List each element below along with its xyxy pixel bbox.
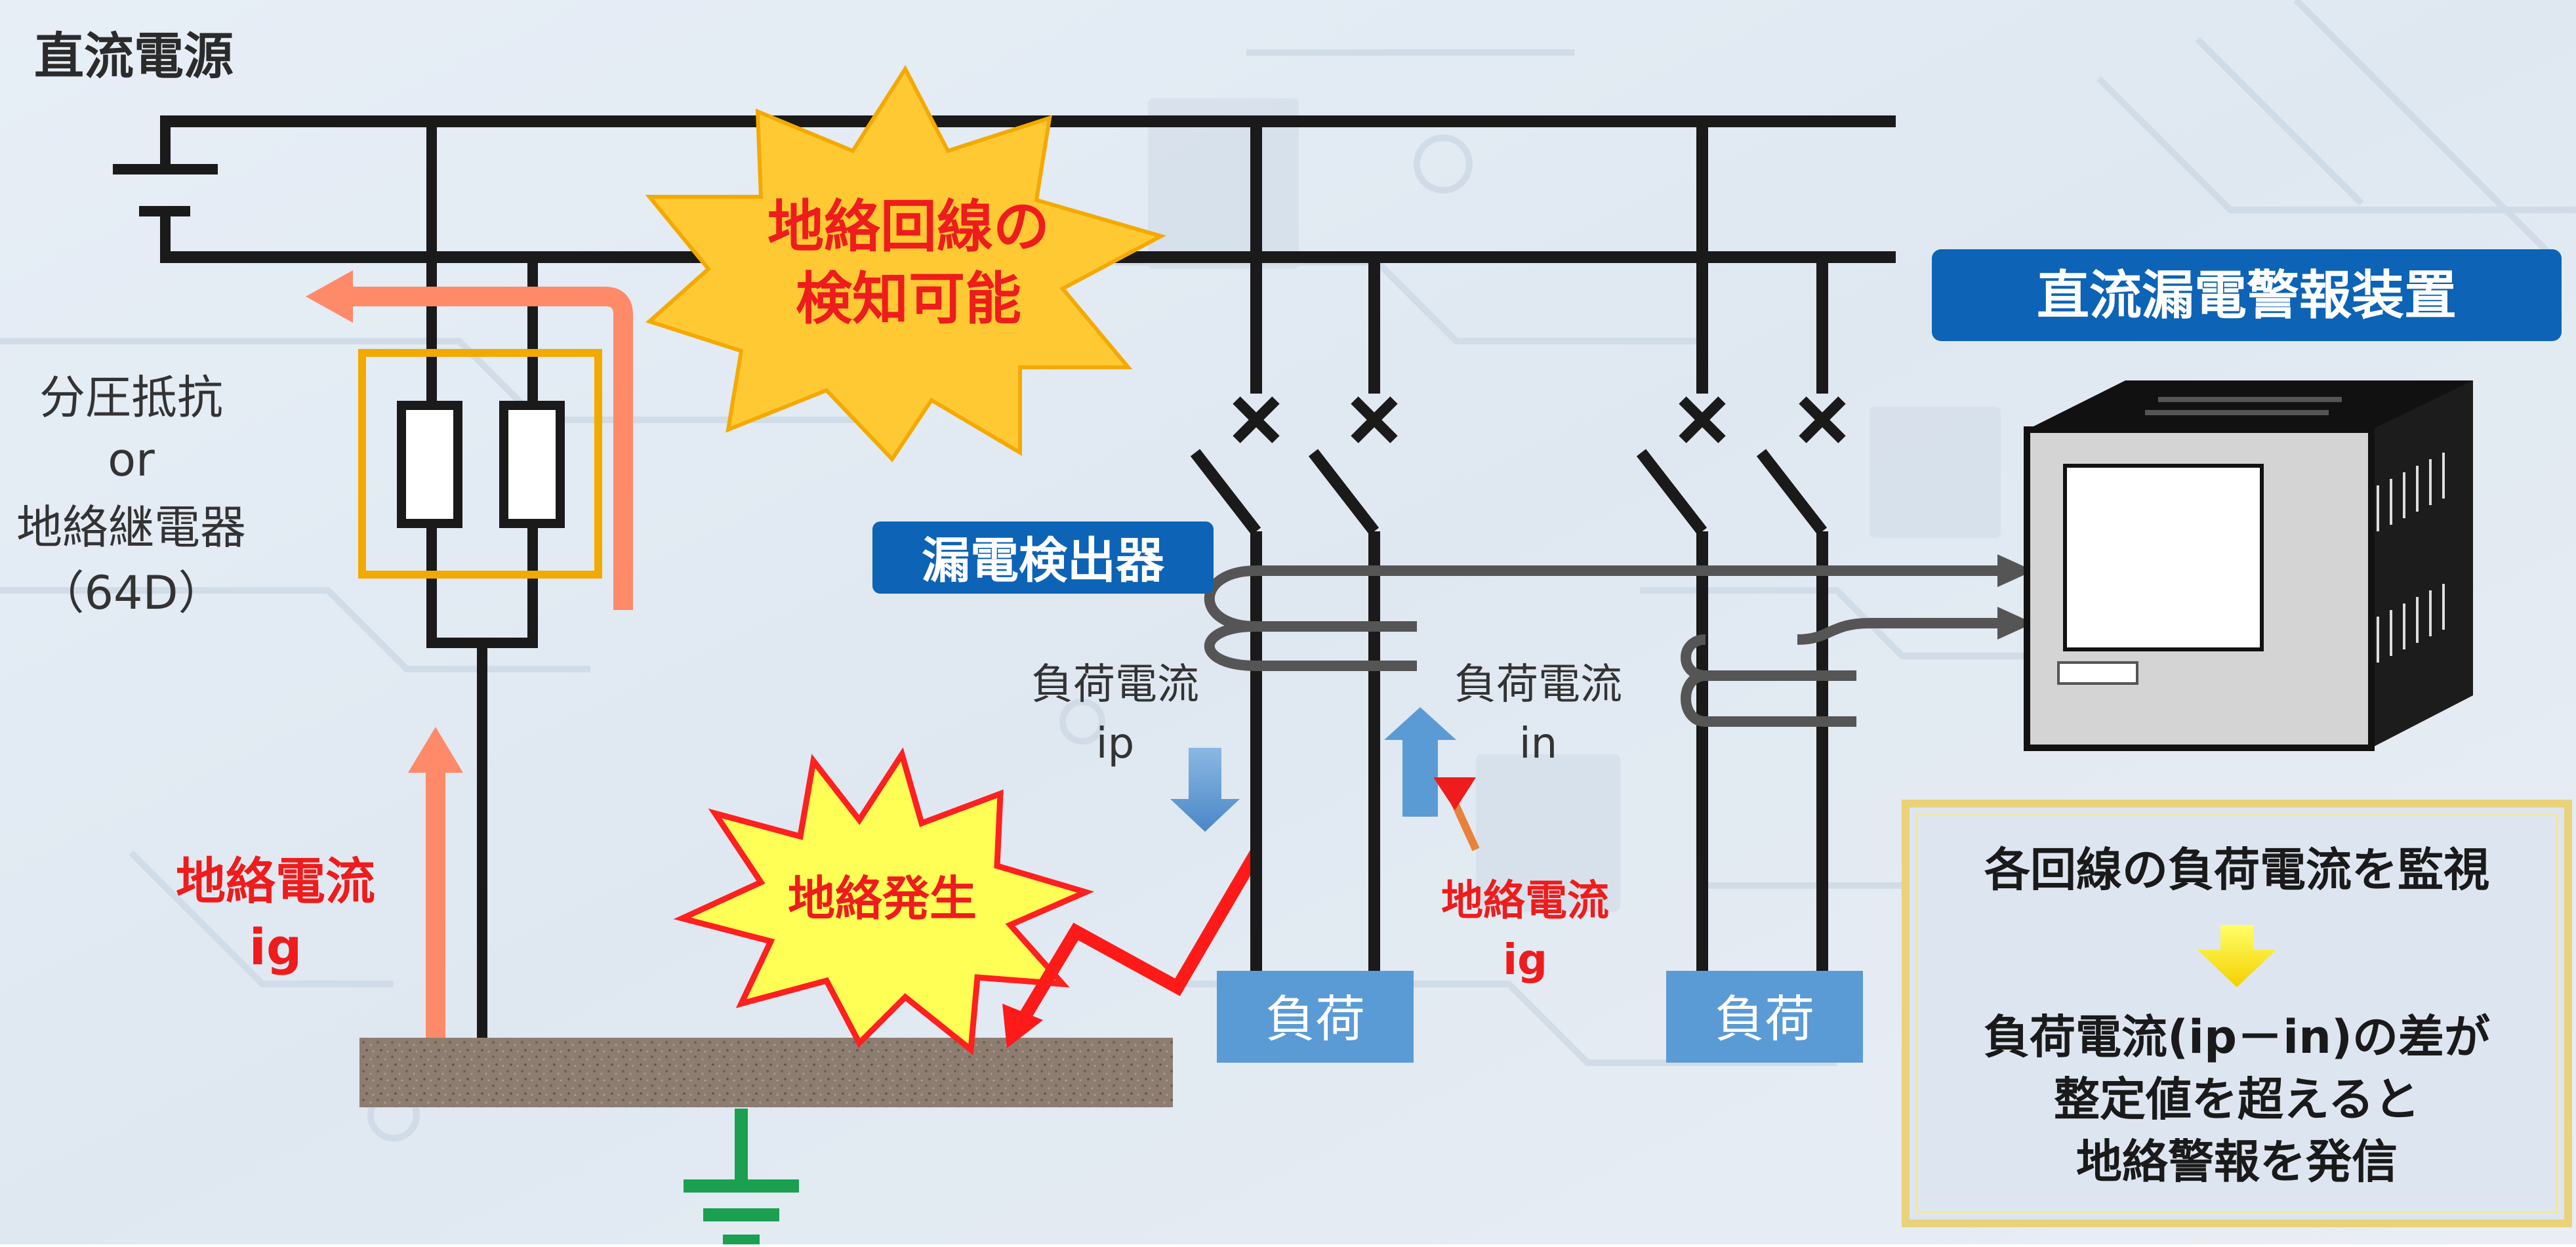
return-current-path [348, 287, 633, 610]
info-line-1: 各回線の負荷電流を監視 [1984, 843, 2489, 897]
info-box: 各回線の負荷電流を監視 負荷電流(ip－in)の差が 整定値を超えると 地絡警報… [1902, 800, 2572, 1227]
detect-burst-line1: 地絡回線の [767, 194, 1050, 260]
svg-text:分圧抵抗: 分圧抵抗 [39, 371, 223, 424]
fault-lightning-arrowhead [1002, 1004, 1043, 1048]
ground-symbol [684, 1109, 799, 1247]
svg-text:負荷: 負荷 [1265, 990, 1365, 1048]
svg-text:ig: ig [249, 918, 302, 976]
device-screen [2063, 464, 2264, 651]
svg-text:漏電検出器: 漏電検出器 [922, 533, 1165, 589]
load-current-p-label: 負荷電流 ip [1031, 661, 1199, 768]
device-label: 直流漏電警報装置 [1932, 249, 2562, 341]
svg-text:負荷電流: 負荷電流 [1031, 661, 1199, 709]
leak-detector-coil-1 [1204, 565, 1997, 671]
resistor-frame [358, 349, 602, 579]
ground-current-label-left: 地絡電流 ig [176, 852, 375, 976]
ground-current-small-stem [1451, 802, 1480, 851]
return-current-arrowhead [306, 270, 353, 323]
detector-signal-arrow-1 [1997, 554, 2034, 587]
breaker-contacts [1233, 396, 1846, 443]
ground-current-small-arrow [1433, 777, 1476, 810]
svg-text:直流漏電警報装置: 直流漏電警報装置 [2037, 265, 2457, 326]
dc-source-symbol [113, 121, 218, 257]
load-box-2: 負荷 [1666, 971, 1863, 1063]
fault-burst: 地絡発生 [673, 747, 1095, 1055]
info-line-4: 地絡警報を発信 [2076, 1135, 2398, 1189]
leak-detector-coil-2 [1681, 618, 1997, 727]
svg-text:or: or [108, 433, 155, 487]
resistor-label: 分圧抵抗 or 地絡継電器 （64D） [16, 371, 246, 620]
fault-label: 地絡発生 [788, 871, 977, 926]
svg-text:（64D）: （64D） [39, 566, 224, 620]
detector-signal-arrow-2 [1997, 607, 2034, 640]
load-current-n-arrow [1384, 707, 1456, 817]
ground-current-label-mid: 地絡電流 ig [1441, 877, 1609, 985]
info-line-2: 負荷電流(ip－in)の差が [1984, 1010, 2490, 1064]
page-title: 直流電源 [34, 27, 234, 85]
info-line-3: 整定値を超えると [2054, 1073, 2420, 1126]
detect-burst: 地絡回線の 検知可能 [645, 65, 1166, 462]
branch-circuits [1190, 121, 1828, 977]
info-down-arrow [2198, 925, 2276, 987]
load-current-p-arrow [1170, 748, 1240, 832]
resistor-left [397, 401, 462, 528]
svg-text:地絡継電器: 地絡継電器 [16, 501, 246, 554]
load-current-n-label: 負荷電流 in [1454, 661, 1622, 768]
detector-label: 漏電検出器 [872, 521, 1214, 594]
earth-slab [359, 1038, 1173, 1107]
svg-text:ig: ig [1503, 936, 1547, 985]
svg-text:ip: ip [1096, 720, 1134, 768]
svg-text:負荷電流: 負荷電流 [1454, 661, 1622, 709]
alarm-device [2024, 380, 2473, 751]
svg-text:地絡電流: 地絡電流 [1441, 877, 1609, 926]
svg-text:in: in [1519, 720, 1557, 768]
svg-text:地絡電流: 地絡電流 [176, 852, 375, 910]
resistor-right [499, 401, 565, 528]
load-box-1: 負荷 [1217, 971, 1414, 1063]
ground-current-arrowhead [408, 727, 463, 773]
svg-text:負荷: 負荷 [1715, 990, 1814, 1048]
fault-lightning [1011, 849, 1262, 1034]
detect-burst-line2: 検知可能 [796, 266, 1021, 332]
